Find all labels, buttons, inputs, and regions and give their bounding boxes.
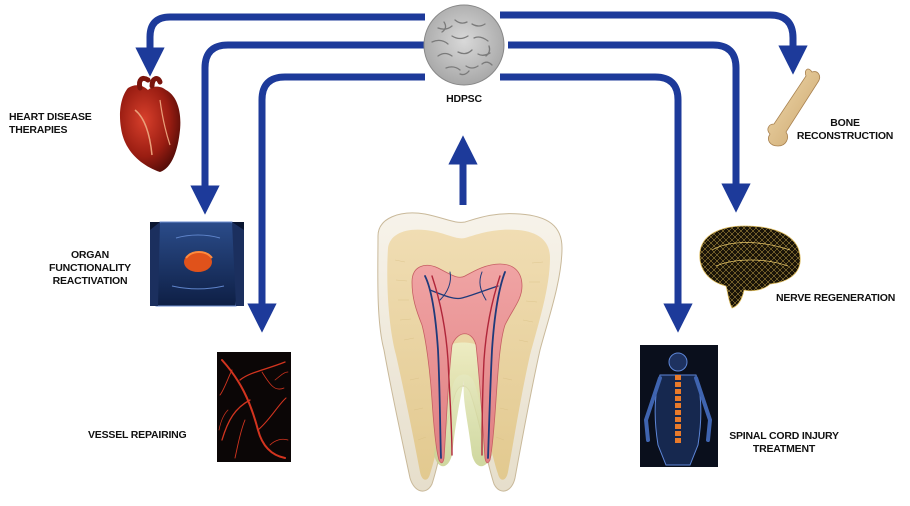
spinal-label: SPINAL CORD INJURY TREATMENT <box>719 430 849 456</box>
organ-label: ORGAN FUNCTIONALITY REACTIVATION <box>34 249 146 288</box>
bone-label: BONE RECONSTRUCTION <box>780 117 910 143</box>
hdpsc-label: hDPSC <box>434 93 494 106</box>
heart-disease-label: HEART DISEASE THERAPIES <box>9 111 129 137</box>
nerve-label: NERVE REGENERATION <box>776 292 910 305</box>
vessel-label: VESSEL REPAIRING <box>88 429 213 442</box>
